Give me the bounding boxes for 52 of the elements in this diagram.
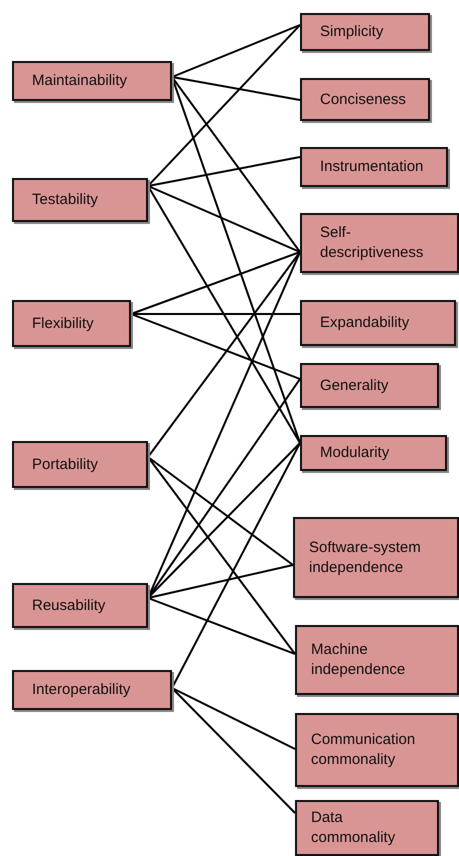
connector-line <box>147 186 301 444</box>
box-label: Data commonality <box>311 808 396 848</box>
box-label: Expandability <box>320 313 410 333</box>
quality-box <box>300 300 456 346</box>
box-label: Maintainability <box>32 71 128 91</box>
box-label: Reusability <box>32 596 106 616</box>
quality-box <box>12 670 172 710</box>
connector-line <box>148 156 300 187</box>
quality-box <box>295 625 459 695</box>
connector-line <box>130 313 300 380</box>
connector-line <box>148 185 300 253</box>
connector-line <box>148 597 296 655</box>
quality-box <box>293 517 459 598</box>
connector-line <box>148 564 294 599</box>
connector-line <box>147 442 301 599</box>
connector-line <box>130 251 300 315</box>
connector-line <box>171 687 296 814</box>
box-label: Machine independence <box>311 640 406 680</box>
box-label: Testability <box>32 190 98 210</box>
quality-box <box>300 363 439 408</box>
quality-box <box>300 78 430 121</box>
quality-box <box>12 441 148 488</box>
quality-box <box>300 435 447 471</box>
box-label: Simplicity <box>320 22 384 42</box>
quality-box <box>300 213 459 273</box>
quality-box <box>300 147 448 187</box>
quality-box <box>295 713 459 787</box>
box-label: Communication commonality <box>311 730 416 770</box>
connector-line <box>131 313 300 315</box>
box-label: Conciseness <box>320 90 406 110</box>
box-label: Instrumentation <box>320 157 424 177</box>
connector-line <box>172 76 300 101</box>
connector-line <box>147 251 301 458</box>
box-label: Flexibility <box>32 314 94 334</box>
connector-line <box>172 24 300 78</box>
box-label: Interoperability <box>32 680 130 700</box>
connector-line <box>147 24 301 187</box>
box-label: Generality <box>320 376 388 396</box>
quality-box <box>12 178 148 222</box>
box-label: Portability <box>32 454 98 474</box>
box-label: Modularity <box>320 443 390 463</box>
box-label: Software-system independence <box>309 538 422 578</box>
box-label: Self-descriptiveness <box>320 223 424 263</box>
quality-box <box>12 583 148 628</box>
connector-line <box>147 456 294 566</box>
quality-box <box>300 13 430 51</box>
quality-box <box>295 800 439 856</box>
connector-line <box>171 76 301 253</box>
connector-line <box>172 687 296 750</box>
connector-line <box>171 442 301 688</box>
quality-box <box>12 61 172 101</box>
quality-box <box>12 300 131 347</box>
